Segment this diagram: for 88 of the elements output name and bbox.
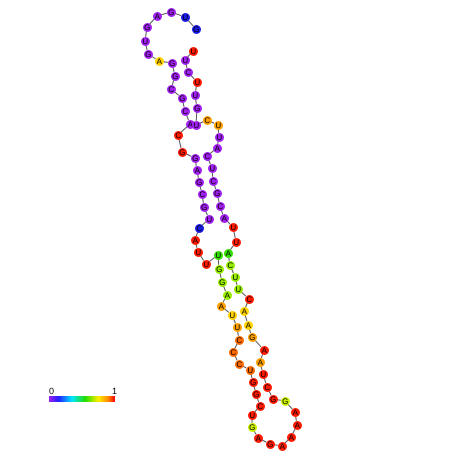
nucleotide-circle: U <box>194 248 203 257</box>
nucleotide-circle: G <box>248 332 257 342</box>
nucleotide-circle: U <box>234 284 243 294</box>
nucleotide-circle: A <box>192 166 202 175</box>
nucleotide-circle: U <box>188 46 198 56</box>
nucleotide-circle: U <box>228 310 237 320</box>
nucleotide-circle: C <box>180 106 190 116</box>
nucleotide-circle: G <box>190 154 200 163</box>
nucleotide-circle: G <box>192 104 202 113</box>
backbone-line <box>178 138 182 148</box>
nucleotide-circle: C <box>166 84 176 94</box>
nucleotide-circle: A <box>152 12 162 21</box>
nucleotide-circle: A <box>256 358 265 367</box>
nucleotide-circle: A <box>186 120 195 129</box>
nucleotide-circle: A <box>220 214 229 223</box>
nucleotide-circle: U <box>228 222 238 232</box>
nucleotide-circle: U <box>140 36 150 46</box>
nucleotide-circle: G <box>170 72 180 81</box>
nucleotide-circle: G <box>252 390 261 399</box>
nucleotide-circle: A <box>240 306 249 316</box>
nucleotide-circle: G <box>218 278 227 287</box>
scale-label: 1 <box>112 386 118 396</box>
nucleotide-circle: G <box>178 148 187 157</box>
nucleotide-circle: C <box>234 336 244 345</box>
nucleotide-circle: G <box>214 264 224 274</box>
nucleotide-circle: G <box>268 394 278 404</box>
nucleotide-circle: U <box>192 78 202 87</box>
nucleotide-circle: U <box>232 238 241 247</box>
nucleotide-circle: U <box>180 56 190 65</box>
nucleotide-circle: A <box>244 320 253 330</box>
nucleotide-circle: G <box>166 8 176 17</box>
nucleotide-circle: G <box>280 396 290 406</box>
nucleotide-circle: A <box>224 248 233 258</box>
nucleotide-circle: U <box>202 260 211 269</box>
nucleotide-circle: C <box>228 348 238 357</box>
nucleotide-circle: U <box>214 132 224 142</box>
nucleotide-circle: A <box>190 236 200 245</box>
nucleotide-circle: A <box>222 290 232 300</box>
nucleotide-circle: C <box>198 190 207 199</box>
nucleotide-circle: U <box>232 322 242 332</box>
nucleotide-circle: C <box>216 202 225 211</box>
nucleotide-circle: C <box>194 224 204 233</box>
backbone-line <box>196 112 198 122</box>
nucleotide-circle: G <box>144 50 153 59</box>
nucleotide-circle: C <box>202 116 212 125</box>
nucleotide-circle: U <box>214 120 223 130</box>
nucleotide-circle: G <box>178 94 187 103</box>
backbone-line <box>233 230 236 238</box>
nucleotide-circle: C <box>208 176 218 186</box>
nucleotide-circle: G <box>212 188 222 198</box>
nucleotide-circle: U <box>190 90 200 100</box>
scale-label: 0 <box>49 386 54 396</box>
nucleotide-circle: A <box>216 302 226 311</box>
nucleotide-circle: A <box>254 434 263 443</box>
nucleotide-circle: G <box>200 202 209 212</box>
nucleotide-circle: G <box>266 440 275 449</box>
nucleotide-circle: A <box>278 442 287 451</box>
backbone-line <box>200 255 204 261</box>
nucleotide-circle: C <box>174 130 183 140</box>
nucleotide-circle: U <box>208 164 217 173</box>
nucleotide-circle: A <box>290 408 300 417</box>
nucleotide-circle: U <box>204 214 214 224</box>
nucleotide-circle: C <box>262 382 272 392</box>
nucleotide-circle: G <box>142 22 152 32</box>
nucleotide-circle: C <box>226 260 235 270</box>
nucleotide-circle: C <box>256 402 265 411</box>
nucleotide-circle: C <box>244 294 254 304</box>
nucleotide-circle: U <box>192 120 201 130</box>
nucleotide-circle: A <box>286 432 296 442</box>
nucleotide-circle: G <box>248 378 258 387</box>
nucleotide-circle: U <box>214 250 223 260</box>
nucleotide-circle: U <box>248 410 257 420</box>
nucleotide-circle: G <box>194 178 204 187</box>
nucleotide-circle: U <box>230 272 240 282</box>
nucleotide-circle: A <box>212 144 222 153</box>
nucleotide-circle: G <box>192 24 201 34</box>
nucleotide-circle: C <box>184 68 193 77</box>
backbone-line <box>254 340 262 348</box>
nucleotide-circle: G <box>168 58 177 68</box>
nucleotide-circle: A <box>292 420 302 430</box>
nucleotide-circle: A <box>260 346 269 355</box>
nucleotide-circle: A <box>154 56 164 66</box>
nucleotide-circle: C <box>234 360 244 369</box>
nucleotide-circle: C <box>202 152 212 161</box>
nucleotide-circle: U <box>246 366 255 375</box>
nucleotide-circle: U <box>258 370 268 379</box>
nucleotide-circle: G <box>248 422 257 432</box>
nucleotide-circle: U <box>180 12 190 22</box>
